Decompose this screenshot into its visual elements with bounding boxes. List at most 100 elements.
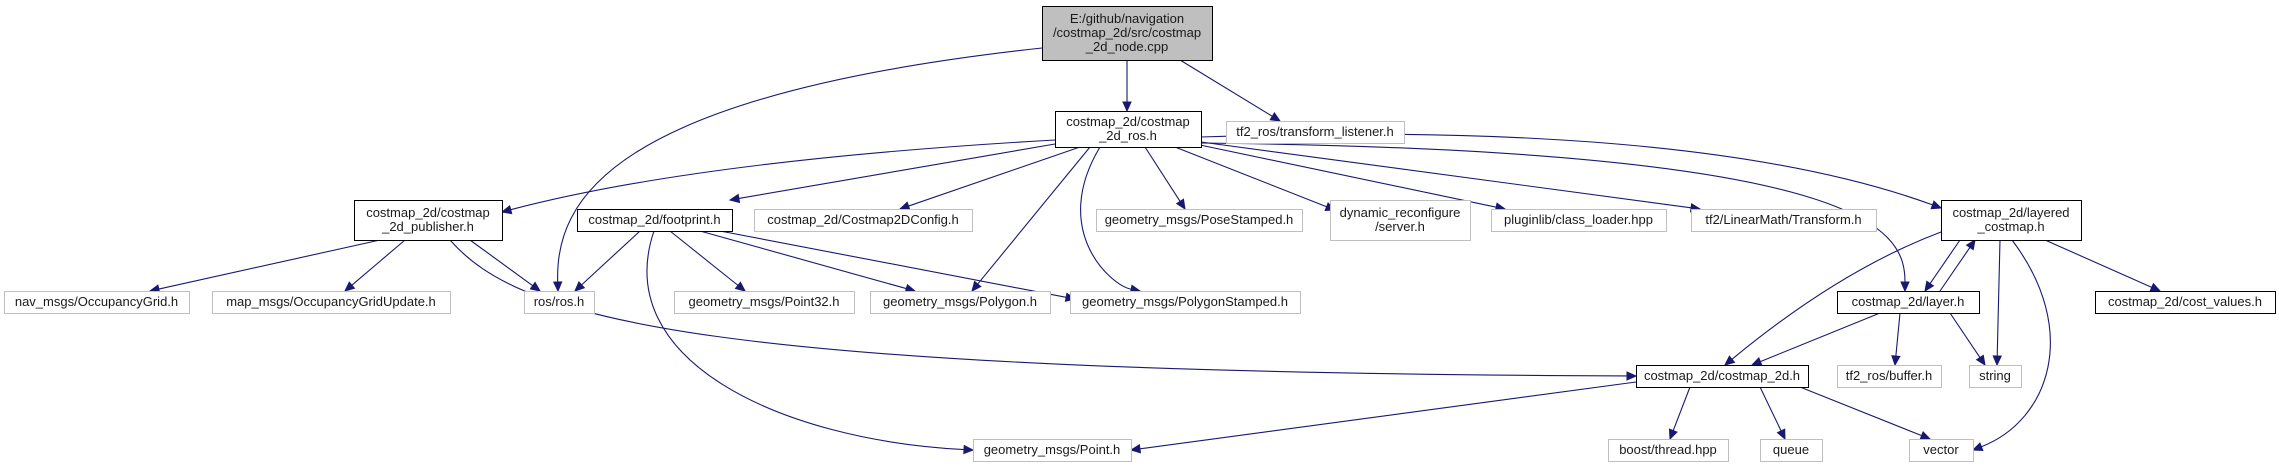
node-box-config: [754, 209, 973, 232]
edge-publisher-to-navgrid: [158, 239, 381, 290]
node-box-publisher: [354, 200, 503, 241]
arrowhead-costmap2d-to-vector: [1919, 431, 1932, 440]
edge-publisher-to-rosros: [469, 239, 534, 287]
edge-ros-h-to-posestamped: [1144, 146, 1181, 202]
node-point32: geometry_msgs/Point32.h: [674, 291, 855, 314]
node-box-layered: [1941, 200, 2082, 241]
arrowhead-layer-to-costmap2d: [1750, 357, 1763, 366]
edge-publisher-to-costmap2d: [449, 239, 1628, 377]
node-label-dynreconf: dynamic_reconfigure: [1340, 205, 1461, 220]
node-label-vector: vector: [1923, 442, 1959, 457]
arrowhead-ros-h-to-posestamped: [1175, 198, 1186, 211]
node-tf2-listener: tf2_ros/transform_listener.h: [1226, 121, 1405, 144]
arrowhead-layer-to-buffer: [1891, 355, 1901, 367]
arrowhead-publisher-to-costmap2d: [1626, 371, 1638, 381]
node-label-ros-h: costmap_2d/costmap: [1066, 114, 1190, 129]
node-box-string: [1969, 365, 2022, 388]
edge-layer-to-buffer: [1895, 312, 1901, 357]
node-label-posestamped: geometry_msgs/PoseStamped.h: [1105, 212, 1294, 227]
edge-ros-h-to-transform: [1200, 141, 1692, 209]
node-label-classloader: pluginlib/class_loader.hpp: [1504, 212, 1653, 227]
node-vector: vector: [1909, 439, 1974, 462]
node-label-navgrid: nav_msgs/OccupancyGrid.h: [15, 294, 178, 309]
node-box-vector: [1909, 439, 1974, 462]
node-queue: queue: [1760, 439, 1823, 462]
node-layered[interactable]: costmap_2d/layered_costmap.h: [1941, 200, 2082, 241]
node-costvalues[interactable]: costmap_2d/cost_values.h: [2095, 291, 2276, 314]
node-polygon: geometry_msgs/Polygon.h: [870, 291, 1051, 314]
node-box-point32: [674, 291, 855, 314]
node-box-root: [1042, 6, 1213, 61]
arrowhead-root-to-tf2-listener: [1269, 111, 1282, 122]
node-label-transform: tf2/LinearMath/Transform.h: [1705, 212, 1861, 227]
node-label-root: _2d_node.cpp: [1085, 39, 1168, 54]
arrowhead-costmap2d-to-queue: [1776, 428, 1786, 441]
node-label-mapupdate: map_msgs/OccupancyGridUpdate.h: [226, 294, 436, 309]
edge-layer-to-costmap2d: [1760, 312, 1881, 363]
node-box-dynreconf: [1330, 200, 1471, 241]
node-box-buffer: [1837, 365, 1942, 388]
node-dynreconf: dynamic_reconfigure/server.h: [1330, 200, 1471, 241]
edge-ros-h-to-dynreconf: [1174, 146, 1327, 208]
edge-layered-to-vector: [1981, 239, 2051, 448]
node-box-costvalues: [2095, 291, 2276, 314]
node-label-publisher: costmap_2d/costmap: [366, 205, 490, 220]
arrowhead-layered-to-string: [1992, 355, 2002, 367]
arrowhead-footprint-to-point: [963, 444, 975, 455]
node-label-point32: geometry_msgs/Point32.h: [688, 294, 839, 309]
node-publisher[interactable]: costmap_2d/costmap_2d_publisher.h: [354, 200, 503, 241]
node-label-boostthread: boost/thread.hpp: [1619, 442, 1717, 457]
node-box-transform: [1691, 209, 1877, 232]
edge-ros-h-to-classloader: [1199, 144, 1497, 208]
node-box-queue: [1760, 439, 1823, 462]
node-rosros: ros/ros.h: [524, 291, 595, 314]
edge-layered-to-costvalues: [2044, 239, 2152, 288]
edge-footprint-to-point32: [669, 230, 739, 286]
arrowhead-ros-h-to-publisher: [500, 204, 513, 215]
node-label-buffer: tf2_ros/buffer.h: [1846, 368, 1933, 383]
node-label-footprint: costmap_2d/footprint.h: [588, 212, 720, 227]
node-polystamped: geometry_msgs/PolygonStamped.h: [1070, 291, 1301, 314]
node-label-dynreconf: /server.h: [1375, 219, 1425, 234]
node-label-publisher: _2d_publisher.h: [381, 219, 474, 234]
node-box-rosros: [524, 291, 595, 314]
edge-footprint-to-polystamped: [719, 230, 1067, 298]
edge-root-to-rosros: [557, 47, 1043, 283]
node-buffer: tf2_ros/buffer.h: [1837, 365, 1942, 388]
node-box-footprint: [577, 209, 733, 232]
node-box-classloader: [1491, 209, 1667, 232]
node-mapupdate: map_msgs/OccupancyGridUpdate.h: [212, 291, 451, 314]
node-label-polystamped: geometry_msgs/PolygonStamped.h: [1082, 294, 1288, 309]
node-posestamped: geometry_msgs/PoseStamped.h: [1096, 209, 1303, 232]
edge-costmap2d-to-queue: [1759, 386, 1782, 432]
node-box-polystamped: [1070, 291, 1301, 314]
edge-layer-to-string: [1949, 312, 1981, 358]
edge-layered-to-costmap2d: [1731, 231, 1942, 360]
node-string: string: [1969, 365, 2022, 388]
arrowhead-ros-h-to-footprint: [728, 193, 741, 204]
node-label-layer: costmap_2d/layer.h: [1852, 294, 1965, 309]
node-boostthread: boost/thread.hpp: [1608, 439, 1729, 462]
arrowhead-layered-to-costvalues: [2149, 282, 2162, 292]
arrowhead-footprint-to-point32: [734, 281, 746, 292]
node-footprint[interactable]: costmap_2d/footprint.h: [577, 209, 733, 232]
node-config: costmap_2d/Costmap2DConfig.h: [754, 209, 973, 232]
edge-ros-h-to-layer: [1200, 142, 1906, 283]
node-label-layered: _costmap.h: [1976, 219, 2044, 234]
node-costmap2d[interactable]: costmap_2d/costmap_2d.h: [1636, 365, 1809, 388]
edge-ros-h-to-footprint: [738, 143, 1056, 200]
node-transform: tf2/LinearMath/Transform.h: [1691, 209, 1877, 232]
arrowhead-footprint-to-rosros: [574, 281, 586, 292]
arrowhead-ros-h-to-config: [898, 201, 911, 211]
arrowhead-root-to-rosros: [552, 281, 563, 293]
node-label-layered: costmap_2d/layered: [1952, 205, 2069, 220]
node-label-ros-h: _2d_ros.h: [1098, 128, 1157, 143]
node-ros-h[interactable]: costmap_2d/costmap_2d_ros.h: [1055, 111, 1202, 148]
node-root: E:/github/navigation/costmap_2d/src/cost…: [1042, 6, 1213, 61]
node-layer[interactable]: costmap_2d/layer.h: [1837, 291, 1980, 314]
arrowhead-ros-h-to-polygon: [971, 280, 982, 292]
node-label-point: geometry_msgs/Point.h: [984, 442, 1121, 457]
node-label-queue: queue: [1773, 442, 1809, 457]
node-label-string: string: [1979, 368, 2011, 383]
node-label-polygon: geometry_msgs/Polygon.h: [883, 294, 1037, 309]
